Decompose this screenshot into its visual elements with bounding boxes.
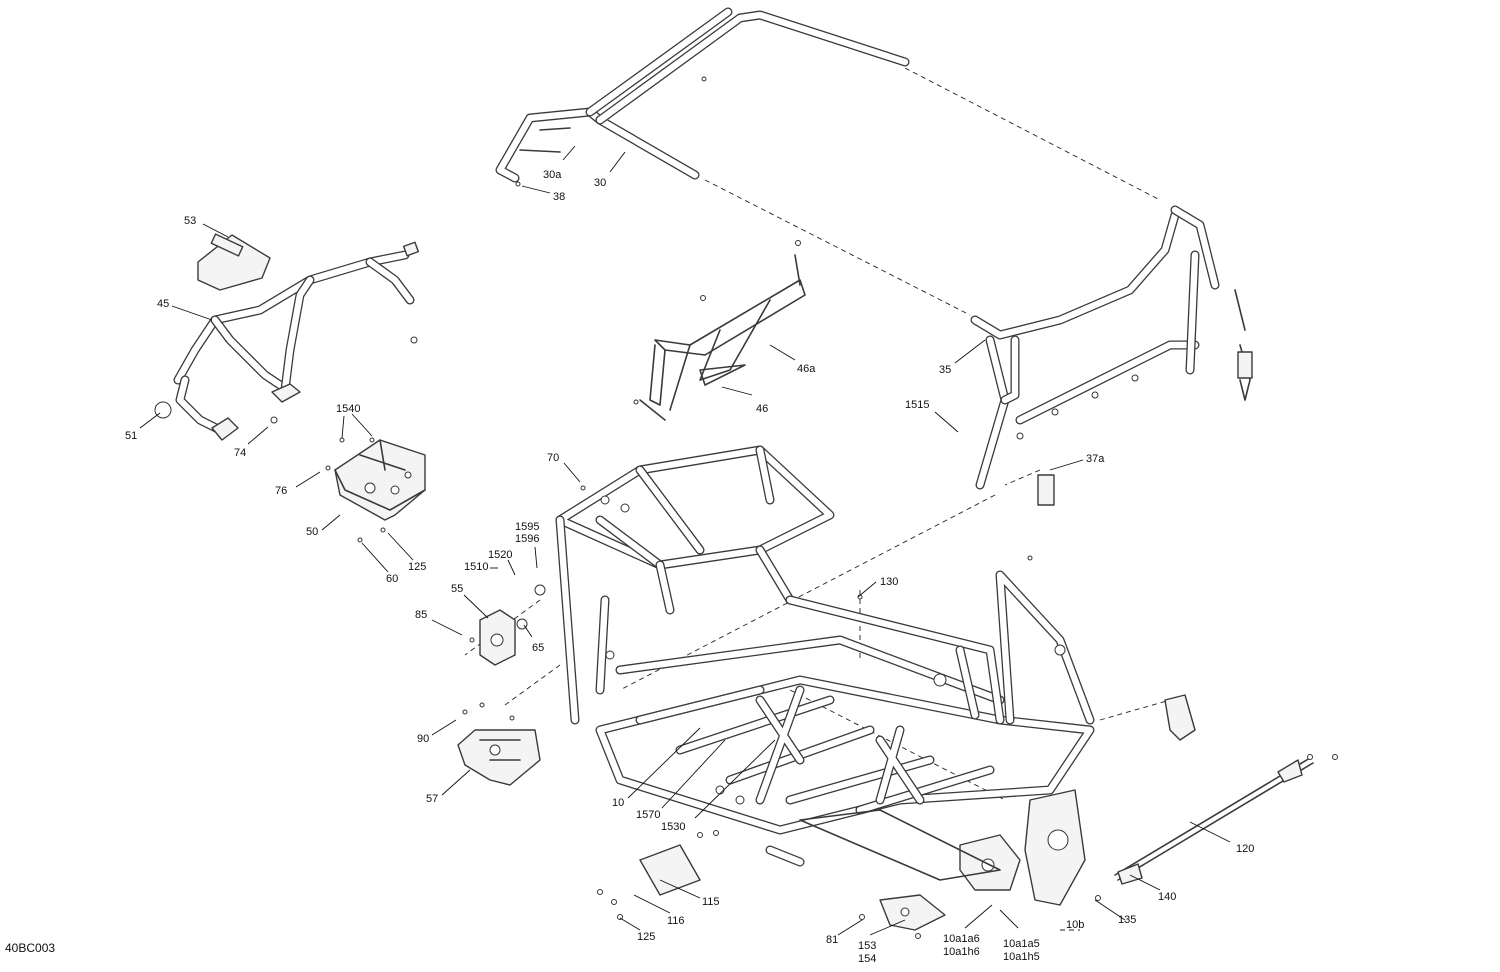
callout-1515: 1515 — [905, 399, 929, 411]
callout-53: 53 — [184, 215, 196, 227]
callout-1595: 1595 — [515, 521, 539, 533]
front-upper-bar-part-45 — [154, 233, 420, 441]
callout-116: 116 — [667, 915, 685, 927]
callout-45: 45 — [157, 298, 169, 310]
callout-46a: 46a — [797, 363, 816, 375]
roll-cage-rear-part-35 — [970, 205, 1253, 506]
callout-135: 135 — [1118, 914, 1136, 926]
bracket-part-50 — [325, 437, 426, 543]
callout-1540: 1540 — [336, 403, 360, 415]
assembly-dashed-lines — [464, 67, 1246, 931]
callout-30a: 30a — [543, 169, 562, 181]
callout-70: 70 — [547, 452, 559, 464]
bracket-part-153 — [859, 894, 946, 939]
callout-81: 81 — [826, 934, 838, 946]
callout-125b: 125 — [637, 931, 655, 943]
callout-46: 46 — [756, 403, 768, 415]
callout-90: 90 — [417, 733, 429, 745]
mount-part-55 — [469, 609, 528, 666]
main-frame-part-10 — [534, 445, 1095, 906]
callout-35: 35 — [939, 364, 951, 376]
callout-153: 153 — [858, 940, 876, 952]
callout-65: 65 — [532, 642, 544, 654]
mount-part-57 — [457, 702, 541, 786]
callout-50: 50 — [306, 526, 318, 538]
callout-38: 38 — [553, 191, 565, 203]
callout-115: 115 — [702, 896, 720, 908]
callout-76: 76 — [275, 485, 287, 497]
callout-leader-lines — [139, 145, 1231, 936]
callout-120: 120 — [1236, 843, 1254, 855]
callout-140: 140 — [1158, 891, 1176, 903]
callout-10a1h6: 10a1h6 — [943, 946, 980, 958]
callout-130: 130 — [880, 576, 898, 588]
callout-1596: 1596 — [515, 533, 539, 545]
diagram-code: 40BC003 — [5, 941, 55, 955]
callout-85: 85 — [415, 609, 427, 621]
roof-bar-front-part-30 — [495, 7, 910, 187]
callout-60: 60 — [386, 573, 398, 585]
callout-154: 154 — [858, 953, 876, 965]
callout-55: 55 — [451, 583, 463, 595]
callout-10a1a6: 10a1a6 — [943, 933, 980, 945]
callout-125a: 125 — [408, 561, 426, 573]
callout-1530: 1530 — [661, 821, 685, 833]
callout-10a1a5: 10a1a5 — [1003, 938, 1040, 950]
bracket-part-115 — [597, 830, 719, 920]
callout-30: 30 — [594, 177, 606, 189]
side-rail-part-120 — [1095, 754, 1338, 901]
callout-51: 51 — [125, 430, 137, 442]
callout-1570: 1570 — [636, 809, 660, 821]
callout-57: 57 — [426, 793, 438, 805]
callout-10: 10 — [612, 797, 624, 809]
callout-10a1h5: 10a1h5 — [1003, 951, 1040, 963]
side-bracket-part-130b — [1164, 694, 1196, 741]
callout-1520: 1520 — [488, 549, 512, 561]
callout-labels: 30a 30 38 53 45 51 74 1540 76 50 60 125 … — [125, 169, 1254, 965]
callout-74: 74 — [234, 447, 246, 459]
callout-37a: 37a — [1086, 453, 1105, 465]
callout-10b: 10b — [1066, 919, 1084, 931]
rear-brace-part-46 — [633, 240, 806, 421]
callout-1510: 1510 — [464, 561, 488, 573]
